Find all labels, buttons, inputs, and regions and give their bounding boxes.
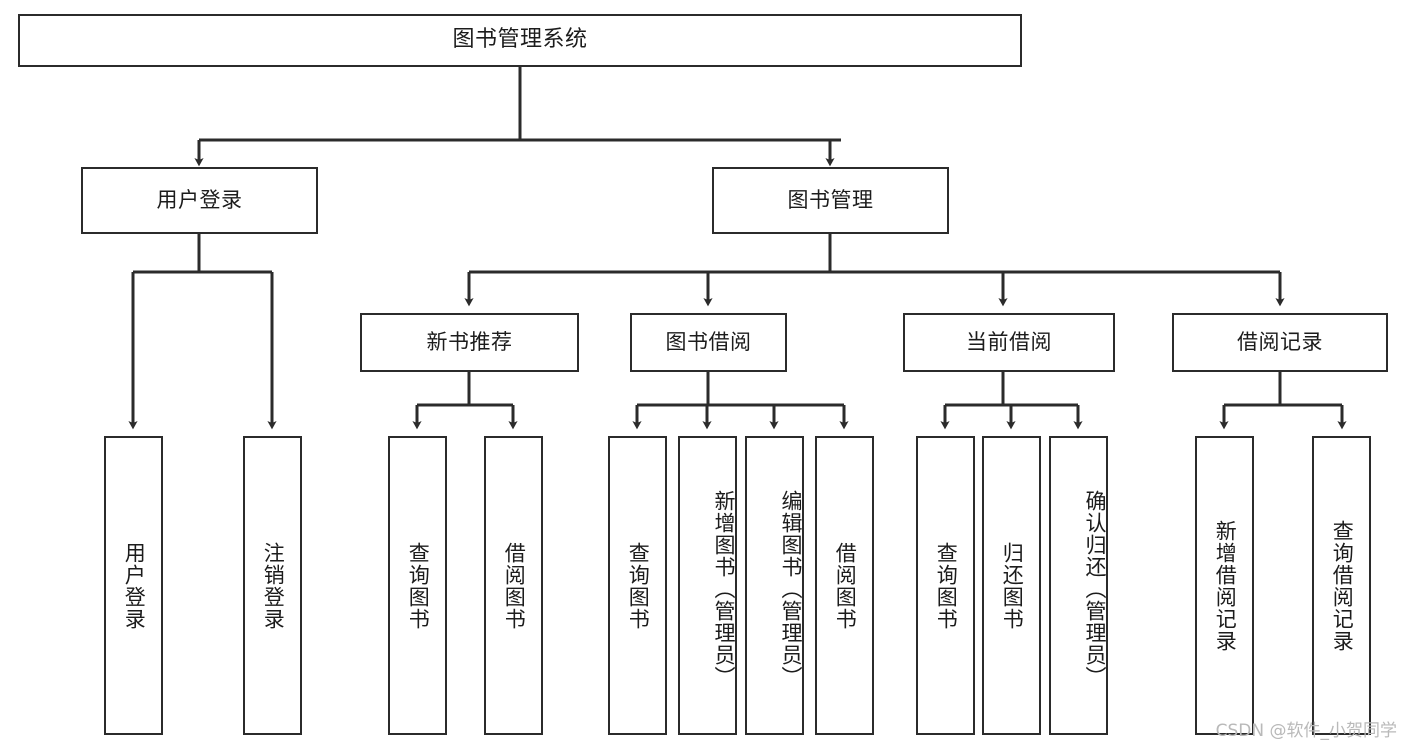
leaf-book-borrow-add[interactable]: 新增图书（管理员） [678,436,737,735]
leaf-user-login-login[interactable]: 用户登录 [104,436,163,735]
node-book-management[interactable]: 图书管理 [712,167,949,234]
leaf-current-borrow-query[interactable]: 查询图书 [916,436,975,735]
node-user-login[interactable]: 用户登录 [81,167,318,234]
leaf-user-login-logout[interactable]: 注销登录 [243,436,302,735]
node-current-borrow[interactable]: 当前借阅 [903,313,1115,372]
leaf-book-borrow-query[interactable]: 查询图书 [608,436,667,735]
leaf-borrow-record-query[interactable]: 查询借阅记录 [1312,436,1371,735]
leaf-book-borrow-borrow[interactable]: 借阅图书 [815,436,874,735]
leaf-new-book-borrow[interactable]: 借阅图书 [484,436,543,735]
node-book-borrow[interactable]: 图书借阅 [630,313,787,372]
leaf-new-book-query[interactable]: 查询图书 [388,436,447,735]
leaf-book-borrow-edit[interactable]: 编辑图书（管理员） [745,436,804,735]
leaf-borrow-record-add[interactable]: 新增借阅记录 [1195,436,1254,735]
node-borrow-record[interactable]: 借阅记录 [1172,313,1388,372]
node-new-book-recommend[interactable]: 新书推荐 [360,313,579,372]
leaf-current-borrow-confirm-return[interactable]: 确认归还（管理员） [1049,436,1108,735]
node-root-system[interactable]: 图书管理系统 [18,14,1022,67]
leaf-current-borrow-return[interactable]: 归还图书 [982,436,1041,735]
watermark-credit: CSDN @软件_小贺同学 [1215,721,1397,741]
